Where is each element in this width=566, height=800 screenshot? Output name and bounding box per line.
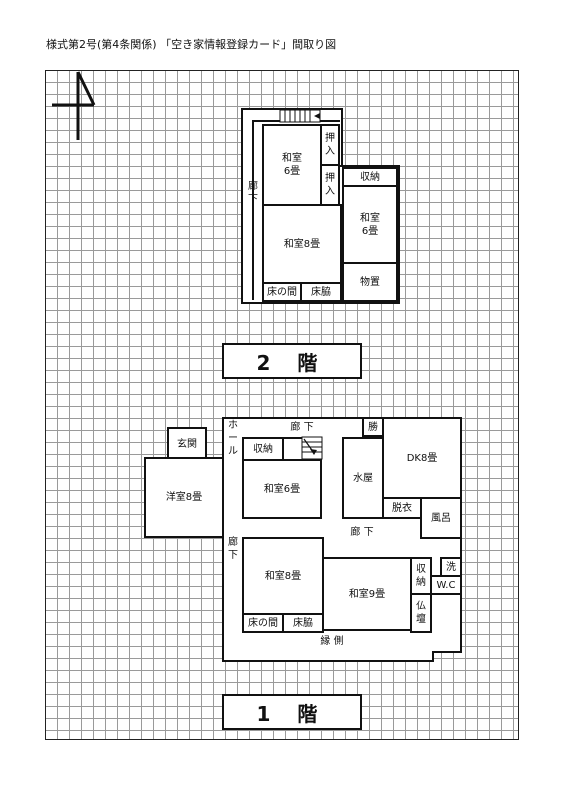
stairs-icon	[279, 109, 321, 123]
floor2-room-oshiire-mid: 押 入	[320, 164, 340, 206]
floor1-room-tokonoma: 床の間	[242, 613, 284, 633]
floor2-room-washitsu6-left: 和室 6畳	[262, 124, 322, 206]
north-arrow-icon	[52, 71, 96, 140]
floor1-room-washitsu8: 和室8畳	[242, 537, 324, 615]
floor2-room-tokowaki: 床脇	[300, 282, 342, 302]
floor1-corridor-top-label: 廊 下	[290, 422, 314, 433]
floor2-room-washitsu6-right: 和室 6畳	[342, 185, 398, 264]
stairs-icon-floor1	[301, 436, 323, 460]
floor1-room-yoshitsu8: 洋室8畳	[144, 457, 224, 538]
floor1-room-butsudan: 仏 壇	[410, 593, 432, 633]
floor1-corridor-left-label: 廊下	[228, 537, 238, 561]
floor2-room-butsuoki: 物置	[342, 262, 398, 302]
floor1-room-genkan: 玄関	[167, 427, 207, 459]
floor2-corridor-label: 廊下	[248, 181, 258, 205]
floor2-title: 2 階	[222, 343, 362, 379]
floor1-room-mizuya: 水屋	[342, 437, 384, 519]
floor1-room-washitsu6: 和室6畳	[242, 459, 322, 519]
floor1-title: 1 階	[222, 694, 362, 730]
floor1-room-shuno-side: 収 納	[410, 557, 432, 595]
floor1-corridor-mid-label: 廊 下	[350, 527, 374, 538]
floor2-room-shuno: 収納	[342, 167, 398, 187]
floor1-room-tokowaki: 床脇	[282, 613, 324, 633]
floor1-engawa-label: 縁 側	[320, 636, 344, 647]
floor1-room-wc: W.C	[430, 575, 462, 595]
floor2-room-washitsu8: 和室8畳	[262, 204, 342, 284]
floor1-room-shuno: 収納	[242, 437, 284, 461]
floor1-room-katte: 勝	[362, 417, 384, 437]
floor1-room-furo: 風呂	[420, 497, 462, 539]
floor1-room-sen: 洗	[440, 557, 462, 577]
floor1-room-datsui: 脱衣	[382, 497, 422, 519]
floor1-room-dk8: DK8畳	[382, 417, 462, 499]
floor2-room-tokonoma: 床の間	[262, 282, 302, 302]
floor2-room-oshiire-top: 押 入	[320, 124, 340, 166]
floor1-hall-label: ホール	[228, 420, 238, 457]
floor1-room-washitsu9: 和室9畳	[322, 557, 412, 631]
page-header: 様式第2号(第4条関係) 「空き家情報登録カード」間取り図	[46, 38, 337, 51]
